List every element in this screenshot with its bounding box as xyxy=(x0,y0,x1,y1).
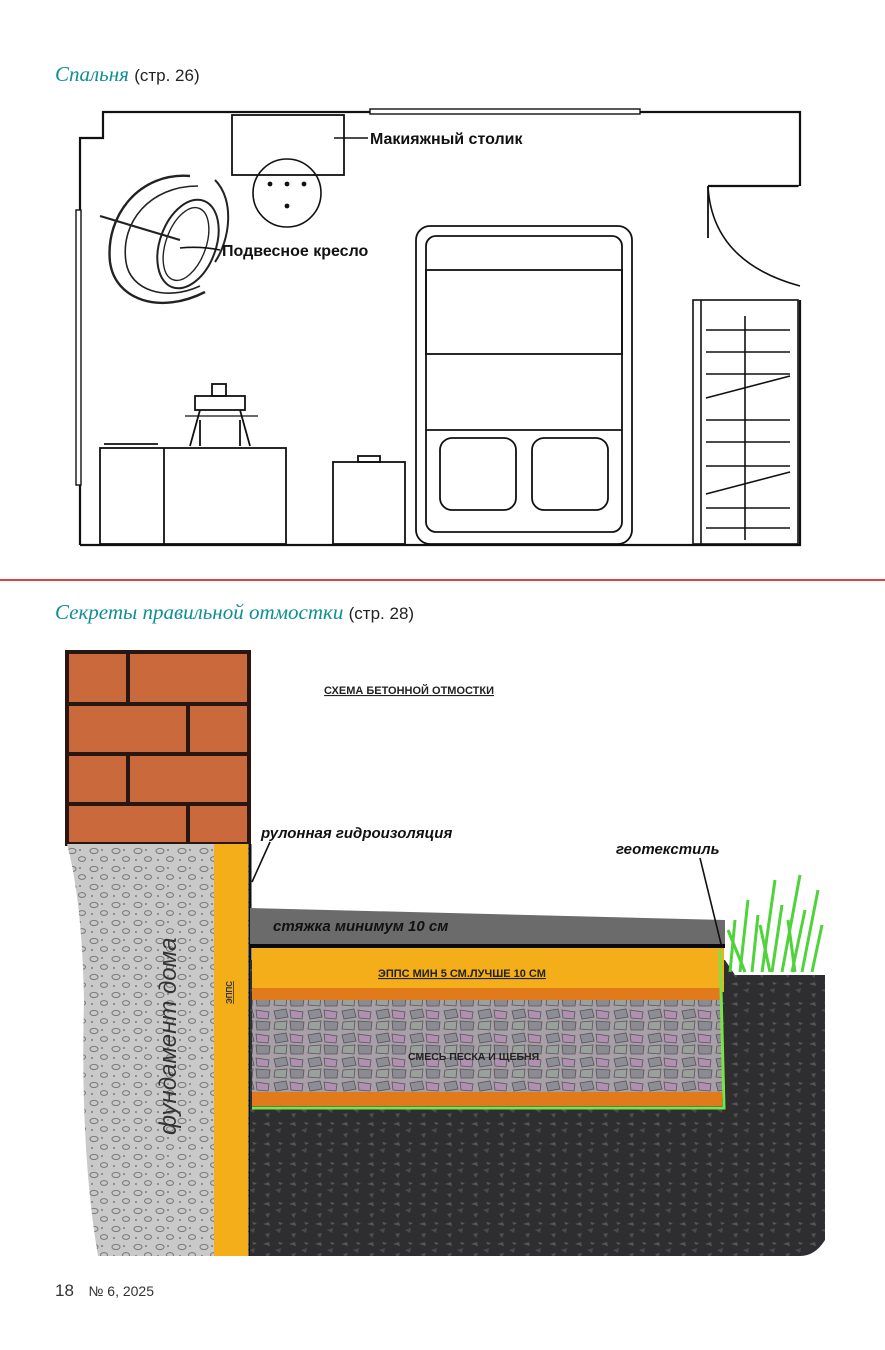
label-screed: стяжка минимум 10 см xyxy=(273,918,448,935)
label-geotextile: геотекстиль xyxy=(616,841,720,858)
page-footer: 18 № 6, 2025 xyxy=(55,1281,154,1301)
section-title-text: Спальня xyxy=(55,62,129,86)
label-vanity: Макияжный столик xyxy=(370,131,523,148)
issue-number: № 6, 2025 xyxy=(88,1283,154,1299)
bedroom-floor-plan: Макияжный столик Подвесное кресло xyxy=(75,108,802,547)
label-epps-vertical: ЭППС xyxy=(225,981,234,1004)
label-sand-gravel-mix: СМЕСЬ ПЕСКА И ЩЕБНЯ xyxy=(408,1051,539,1063)
section-title-blind-area: Секреты правильной отмостки (стр. 28) xyxy=(55,600,414,625)
page-reference: (стр. 28) xyxy=(348,604,415,623)
label-scheme: СХЕМА БЕТОННОЙ ОТМОСТКИ xyxy=(324,684,494,697)
label-waterproofing: рулонная гидроизоляция xyxy=(260,825,452,842)
label-hanging-chair: Подвесное кресло xyxy=(222,243,369,260)
page-reference: (стр. 26) xyxy=(134,66,200,85)
label-foundation: фундамент дома xyxy=(155,938,182,1135)
section-title-bedroom: Спальня (стр. 26) xyxy=(55,62,200,87)
page-number: 18 xyxy=(55,1281,74,1300)
section-divider xyxy=(0,579,885,581)
label-epps-horizontal: ЭППС МИН 5 СМ.ЛУЧШЕ 10 СМ xyxy=(378,968,546,980)
section-title-text: Секреты правильной отмостки xyxy=(55,600,344,624)
